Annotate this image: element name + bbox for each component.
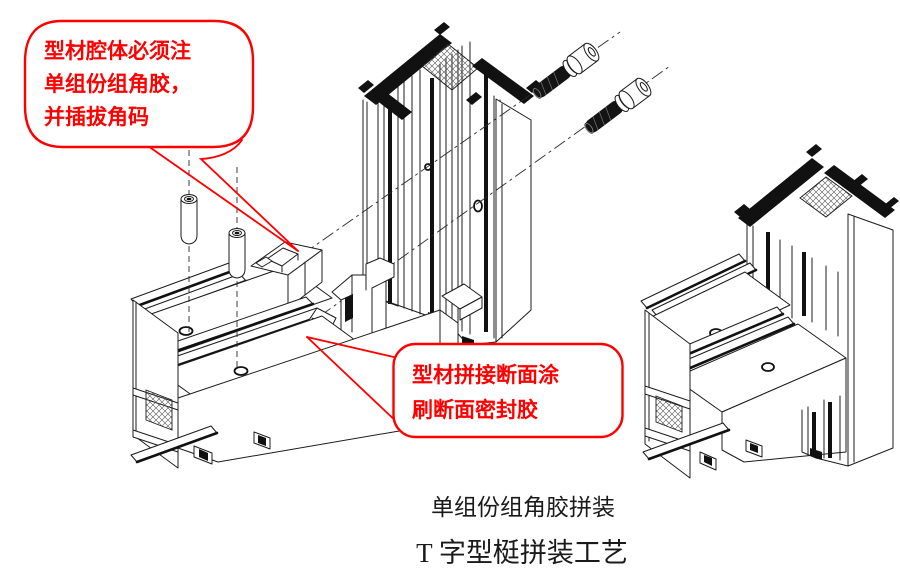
mullion-screw-hole-lower (473, 199, 483, 213)
sealant-callout-bubble (392, 342, 624, 439)
profile-screw-port-hole (233, 366, 249, 376)
left-profile-drawing (130, 241, 483, 469)
assembled-t-joint-drawing (640, 144, 899, 479)
pin-guide-dashed-line (188, 150, 238, 368)
glue-callout-bubble (23, 19, 255, 149)
glue-callout-text-line2: 单组份组角胶， (44, 72, 191, 96)
t-joint-top-section (734, 144, 899, 227)
glue-injection-end-block (250, 241, 323, 309)
caption-assembly-method: 单组份组角胶拼装 (431, 495, 615, 520)
glue-callout-text-line1: 型材腔体必须注 (44, 39, 191, 63)
glue-callout-text-line3: 并插拔角码 (44, 105, 149, 129)
assembly-screw-lower (584, 77, 652, 134)
mullion-top-section (358, 22, 542, 120)
glue-injector-pin-right (228, 228, 246, 279)
glue-callout: 型材腔体必须注 单组份组角胶， 并插拔角码 (23, 19, 299, 252)
glue-callout-leader-line (198, 139, 299, 252)
glue-injector-pin-left (180, 194, 198, 245)
profile-screw-port-hole (178, 326, 194, 336)
sealant-callout-leader-line (306, 336, 399, 359)
sealant-callout-text-line2: 刷断面密封胶 (412, 398, 538, 422)
assembly-screw-upper (532, 42, 600, 99)
sealant-callout-leader-line (306, 336, 402, 427)
glue-callout-leader-line (147, 145, 299, 252)
sealant-callout: 型材拼接断面涂 刷断面密封胶 (306, 336, 624, 439)
caption-process-title: T 字型梃拼装工艺 (416, 538, 628, 568)
sealant-callout-text-line1: 型材拼接断面涂 (412, 363, 560, 387)
